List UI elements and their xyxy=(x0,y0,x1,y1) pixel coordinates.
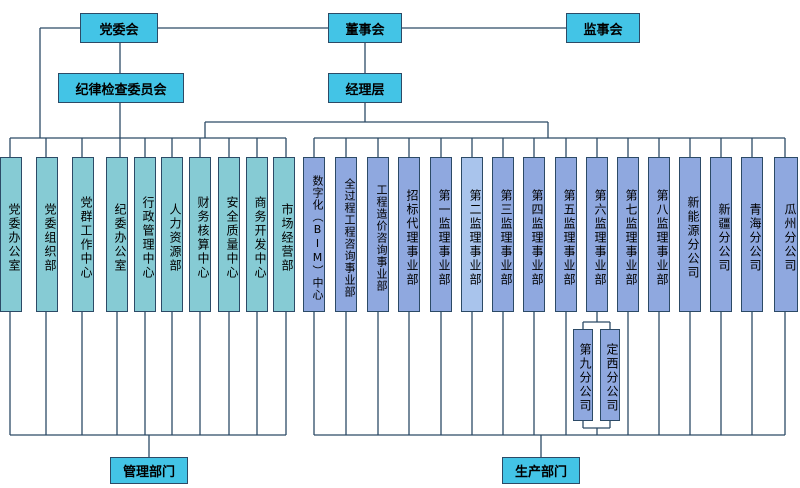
dept-discipline-office: 纪委办公室 xyxy=(106,157,128,312)
discipline-committee-box: 纪律检查委员会 xyxy=(58,73,184,103)
supervisors-label: 监事会 xyxy=(583,22,623,38)
production-departments-label: 生产部门 xyxy=(514,465,567,480)
branch-xinjiang: 新疆分公司 xyxy=(710,157,732,312)
management-layer-box: 经理层 xyxy=(328,73,402,103)
dept-admin-center: 行政管理中心 xyxy=(134,157,156,312)
dept-finance-center: 财务核算中心 xyxy=(189,157,211,312)
branch-qinghai: 青海分公司 xyxy=(741,157,763,312)
dept-supervision-6: 第六监理事业部 xyxy=(586,157,608,312)
dept-supervision-7: 第七监理事业部 xyxy=(617,157,639,312)
party-committee-box: 党委会 xyxy=(80,13,158,43)
dept-supervision-8: 第八监理事业部 xyxy=(648,157,670,312)
dept-hr: 人力资源部 xyxy=(161,157,183,312)
dept-marketing: 市场经营部 xyxy=(273,157,295,312)
dept-supervision-4: 第四监理事业部 xyxy=(523,157,545,312)
dept-supervision-5: 第五监理事业部 xyxy=(555,157,577,312)
board-label: 董事会 xyxy=(345,22,385,38)
dept-party-organization: 党委组织部 xyxy=(36,157,58,312)
dept-party-office: 党委办公室 xyxy=(0,157,22,312)
dept-supervision-1: 第一监理事业部 xyxy=(430,157,452,312)
dept-cost-consulting: 工程造价咨询事业部 xyxy=(367,157,389,312)
branch-new-energy: 新能源分公司 xyxy=(679,157,701,312)
management-departments-label: 管理部门 xyxy=(122,465,175,480)
dept-bidding-agency: 招标代理事业部 xyxy=(398,157,420,312)
dept-supervision-3: 第三监理事业部 xyxy=(492,157,514,312)
dept-digital-bim: 数字化（BIM）中心 xyxy=(303,157,325,312)
branch-ninth: 第九分公司 xyxy=(573,329,593,421)
supervisors-box: 监事会 xyxy=(566,13,640,43)
dept-business-dev: 商务开发中心 xyxy=(246,157,268,312)
dept-safety-quality: 安全质量中心 xyxy=(218,157,240,312)
dept-supervision-2: 第二监理事业部 xyxy=(461,157,483,312)
dept-party-mass-center: 党群工作中心 xyxy=(72,157,94,312)
dept-whole-process: 全过程工程咨询事业部 xyxy=(335,157,357,312)
discipline-committee-label: 纪律检查委员会 xyxy=(75,82,167,98)
party-committee-label: 党委会 xyxy=(99,22,139,38)
production-departments-label-box: 生产部门 xyxy=(502,457,580,484)
branch-dingxi: 定西分公司 xyxy=(600,329,620,421)
management-layer-label: 经理层 xyxy=(345,82,385,98)
branch-guazhou: 瓜州分公司 xyxy=(774,157,798,312)
board-box: 董事会 xyxy=(328,13,402,43)
management-departments-label-box: 管理部门 xyxy=(110,457,188,484)
